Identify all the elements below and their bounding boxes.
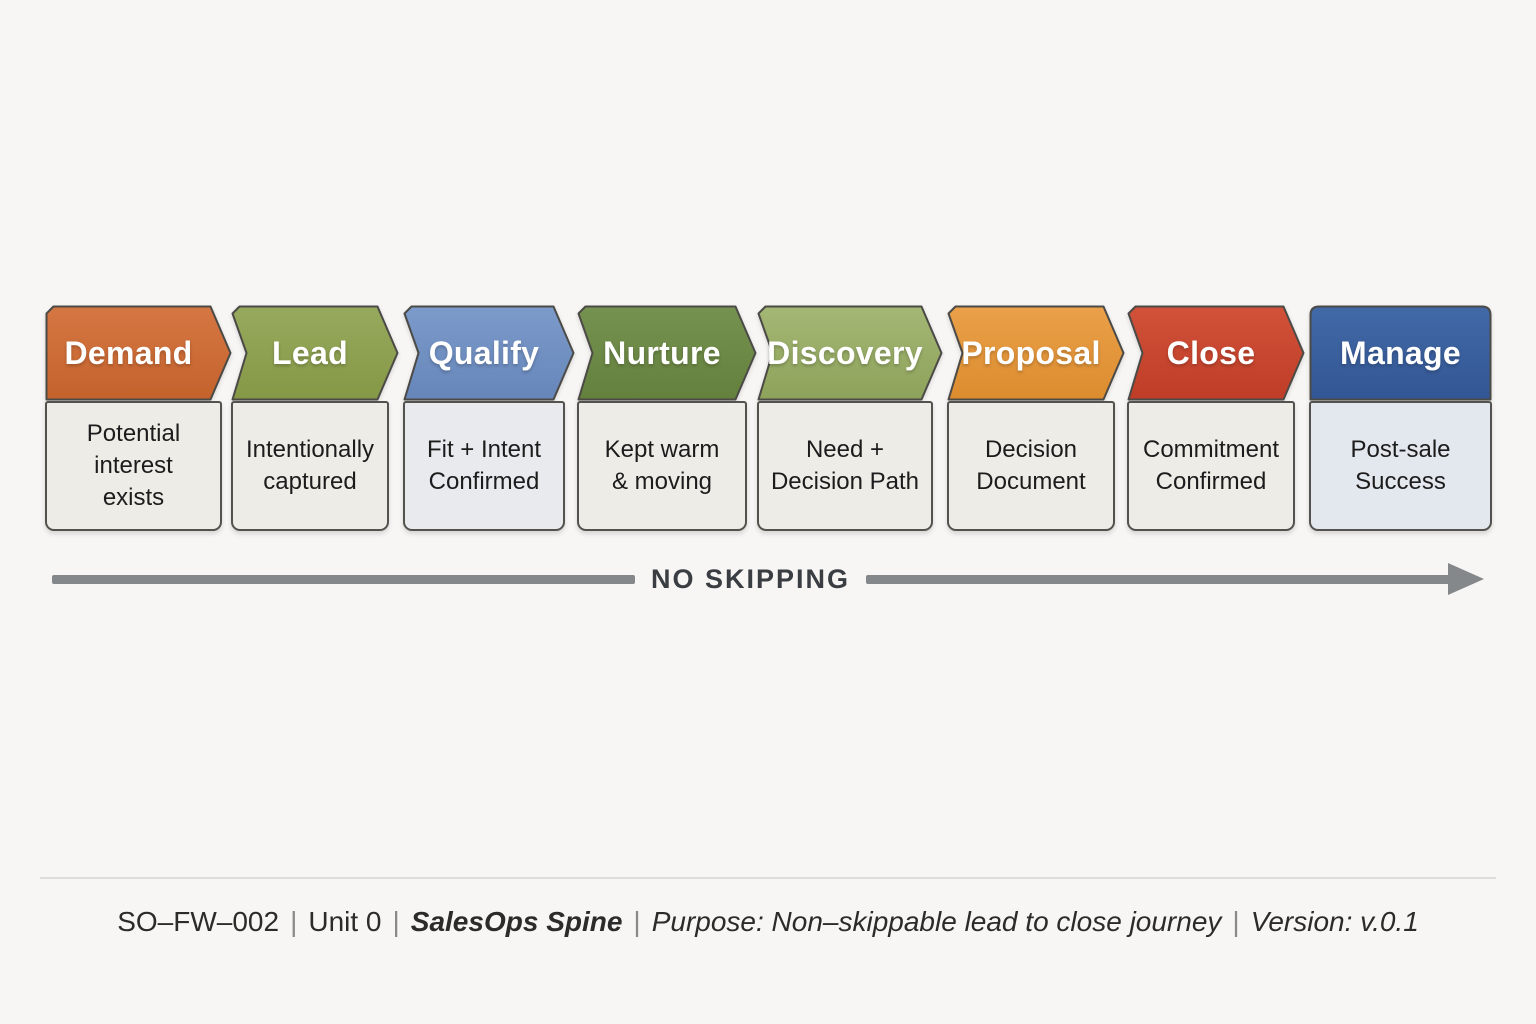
stage-proposal-description: Decision Document — [947, 401, 1115, 531]
stage-close-chevron-icon: Close — [1127, 305, 1305, 401]
stage-discovery: Discovery Need + Decision Path — [757, 305, 943, 531]
stage-proposal: Proposal Decision Document — [947, 305, 1125, 531]
no-skipping-label: NO SKIPPING — [650, 563, 851, 594]
footer-divider — [40, 877, 1496, 879]
stage-discovery-description: Need + Decision Path — [757, 401, 933, 531]
stage-nurture-chevron-icon: Nurture — [577, 305, 757, 401]
separator: | — [633, 906, 641, 937]
stage-lead-description: Intentionally captured — [231, 401, 389, 531]
stage-nurture: Nurture Kept warm & moving — [577, 305, 757, 531]
separator: | — [1232, 906, 1240, 937]
stage-lead: Lead Intentionally captured — [231, 305, 399, 531]
stage-nurture-description: Kept warm & moving — [577, 401, 747, 531]
stage-qualify-chevron-icon: Qualify — [403, 305, 575, 401]
stage-qualify: Qualify Fit + Intent Confirmed — [403, 305, 575, 531]
arrow-line-right — [866, 574, 1449, 584]
separator: | — [392, 906, 400, 937]
stage-demand-chevron-icon: Demand — [45, 305, 232, 401]
stage-discovery-chevron-icon: Discovery — [757, 305, 943, 401]
unit-label: Unit 0 — [308, 906, 382, 937]
doc-id: SO–FW–002 — [117, 906, 280, 937]
footer-caption: SO–FW–002 | Unit 0 | SalesOps Spine | Purpose:… — [0, 906, 1536, 938]
separator: | — [290, 906, 298, 937]
stage-demand-description: Potential interest exists — [45, 401, 222, 531]
stage-qualify-description: Fit + Intent Confirmed — [403, 401, 565, 531]
stage-lead-chevron-icon: Lead — [231, 305, 399, 401]
purpose-text: Purpose: Non–skippable lead to close jou… — [651, 906, 1222, 937]
no-skipping-arrow: NO SKIPPING — [52, 558, 1484, 600]
stage-proposal-chevron-icon: Proposal — [947, 305, 1125, 401]
product-name: SalesOps Spine — [410, 906, 623, 937]
stage-manage-block-icon: Manage — [1309, 305, 1492, 401]
stage-close-description: Commitment Confirmed — [1127, 401, 1295, 531]
stage-close: Close Commitment Confirmed — [1127, 305, 1305, 531]
stage-manage: Manage Post-sale Success — [1309, 305, 1492, 531]
stage-demand: Demand Potential interest exists — [45, 305, 232, 531]
version-text: Version: v.0.1 — [1250, 906, 1419, 937]
arrow-head-icon — [1448, 563, 1484, 595]
arrow-line-left — [52, 574, 635, 584]
stage-manage-description: Post-sale Success — [1309, 401, 1492, 531]
